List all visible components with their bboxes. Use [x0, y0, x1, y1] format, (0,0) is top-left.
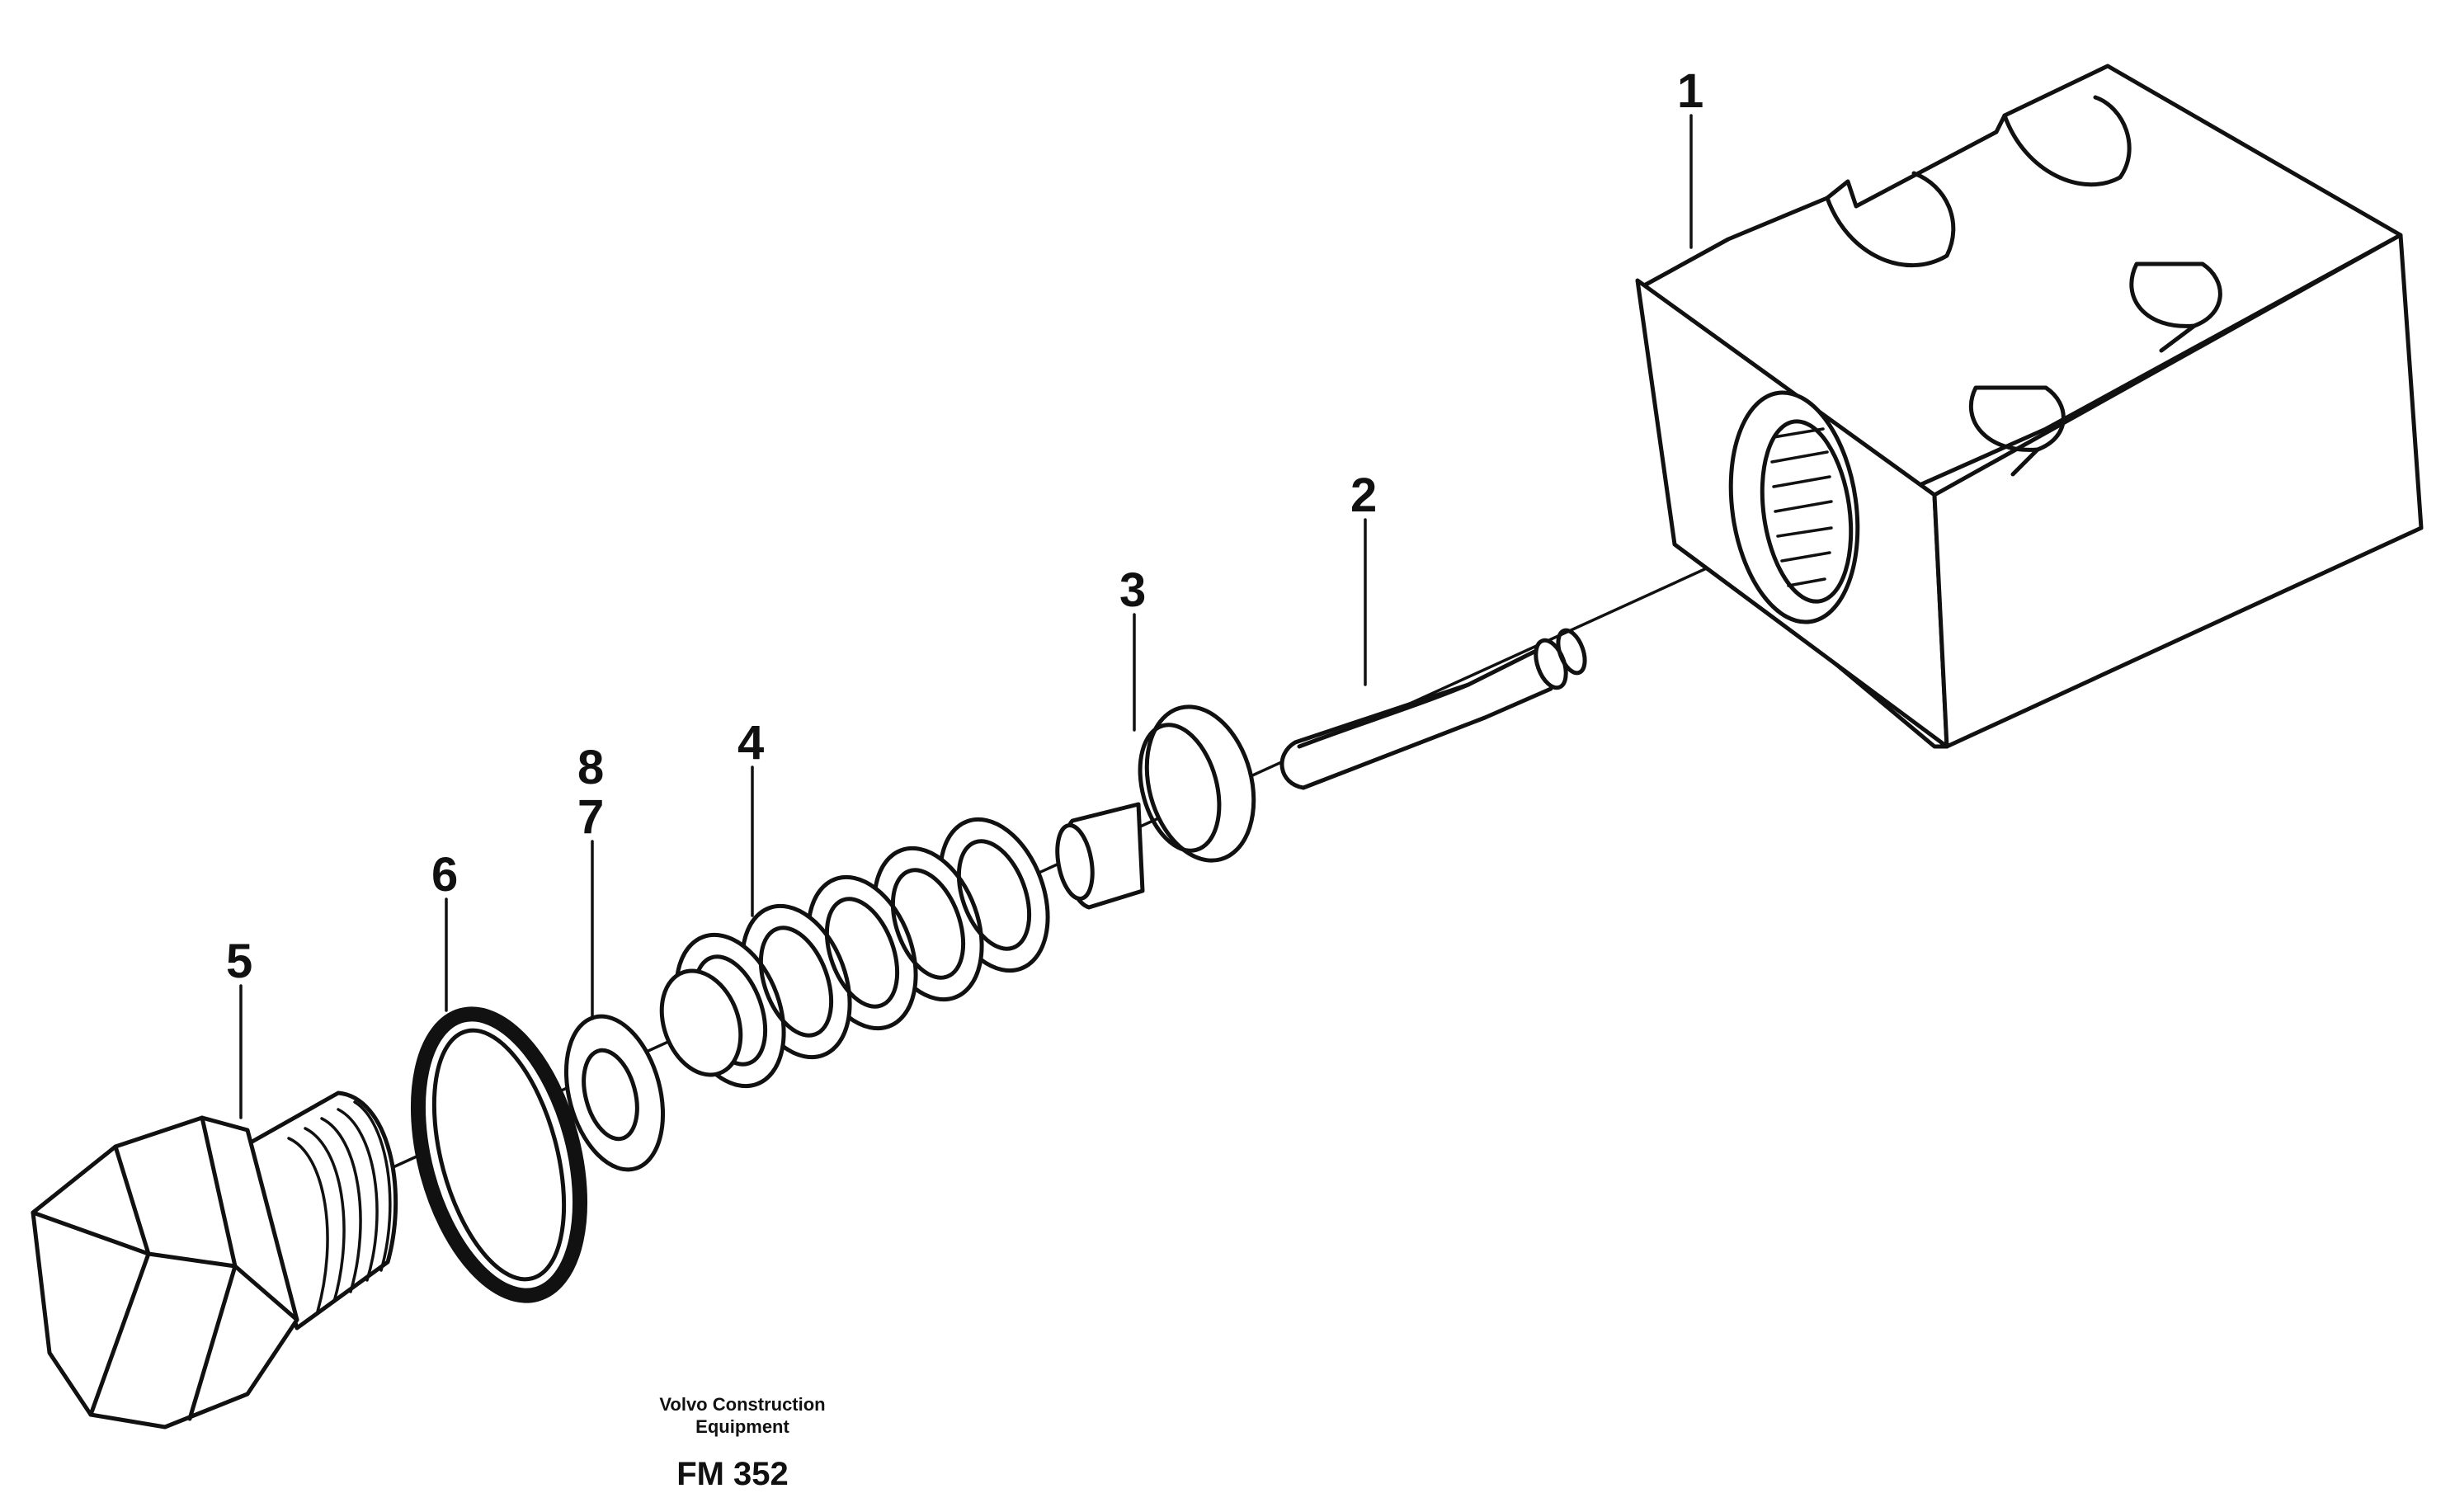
callout-3: 3	[1119, 563, 1146, 617]
part-6-o-ring	[410, 1006, 588, 1303]
caption: Volvo Construction Equipment FM 352	[659, 1394, 825, 1492]
caption-company-line2: Equipment	[695, 1416, 789, 1437]
part-4-coil-spring	[659, 817, 1050, 1089]
callout-7: 7	[577, 790, 604, 844]
callout-numbers: 1 2 3 4 8 7 6 5	[226, 64, 1703, 988]
callout-5: 5	[226, 935, 252, 988]
figure-code: FM 352	[676, 1456, 789, 1492]
callout-8: 8	[577, 741, 604, 794]
callout-4: 4	[737, 716, 764, 770]
part-2-plunger-pin	[1279, 628, 1587, 790]
callout-1: 1	[1677, 64, 1703, 118]
callout-2: 2	[1350, 469, 1377, 522]
part-5-hex-plug	[31, 1090, 398, 1430]
part-3-valve-poppet	[1055, 704, 1256, 910]
callout-leaders	[239, 114, 1693, 1119]
callout-6: 6	[431, 848, 458, 902]
caption-company-line1: Volvo Construction	[659, 1394, 825, 1415]
part-7-8-washers	[563, 1014, 666, 1172]
part-1-valve-housing	[1635, 64, 2424, 749]
